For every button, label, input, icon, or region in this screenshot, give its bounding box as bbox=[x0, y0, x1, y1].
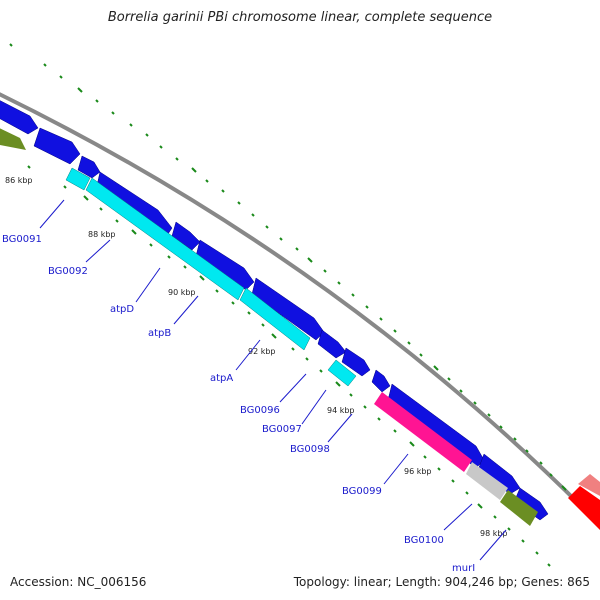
kbp-label: 96 kbp bbox=[404, 467, 432, 476]
cds-forward bbox=[77, 155, 101, 179]
gene-label-BG0096: BG0096 bbox=[240, 405, 280, 416]
cds-reverse bbox=[85, 177, 245, 301]
gene-label-atpB: atpB bbox=[148, 328, 171, 339]
gene-label-BG0097: BG0097 bbox=[262, 424, 302, 435]
feature-pseudo-pink bbox=[374, 392, 472, 472]
gene-label-BG0092: BG0092 bbox=[48, 266, 88, 277]
cds-reverse bbox=[65, 167, 91, 191]
gene-labels: BG0091 BG0092 atpD atpB atpA BG0096 BG00… bbox=[2, 234, 475, 574]
feature-red bbox=[568, 486, 600, 530]
gene-label-BG0098: BG0098 bbox=[290, 444, 330, 455]
feature-light-red bbox=[578, 474, 600, 496]
feature-olive bbox=[0, 128, 26, 150]
feature-grey bbox=[466, 462, 508, 500]
cds-reverse bbox=[327, 359, 357, 387]
accession-text: Accession: NC_006156 bbox=[10, 575, 147, 589]
kbp-label: 90 kbp bbox=[168, 288, 196, 297]
map-title: Borrelia garinii PBi chromosome linear, … bbox=[107, 10, 493, 25]
tick-ring-inner bbox=[27, 165, 551, 567]
gene-label-atpD: atpD bbox=[110, 304, 134, 315]
kbp-label: 92 kbp bbox=[248, 347, 276, 356]
sequence-summary-text: Topology: linear; Length: 904,246 bp; Ge… bbox=[293, 575, 590, 589]
gene-leader-lines bbox=[39, 199, 507, 561]
cds-forward bbox=[387, 383, 485, 469]
kbp-label: 86 kbp bbox=[5, 176, 33, 185]
kbp-label: 98 kbp bbox=[480, 529, 508, 538]
gene-label-murI: murI bbox=[452, 563, 475, 574]
cds-forward bbox=[341, 347, 371, 377]
tick-ring-outer bbox=[9, 43, 589, 513]
cds-forward bbox=[33, 127, 81, 165]
cds-forward bbox=[0, 100, 39, 135]
kbp-label: 94 kbp bbox=[327, 406, 355, 415]
cds-forward bbox=[371, 369, 391, 393]
cds-forward bbox=[251, 277, 325, 341]
kbp-label: 88 kbp bbox=[88, 230, 116, 239]
gene-label-atpA: atpA bbox=[210, 373, 233, 384]
gene-label-BG0099: BG0099 bbox=[342, 486, 382, 497]
reverse-strand-features bbox=[65, 167, 357, 387]
kbp-scale-labels: 86 kbp 88 kbp 90 kbp 92 kbp 94 kbp 96 kb… bbox=[5, 176, 508, 538]
feature-olive-murI bbox=[500, 490, 538, 526]
backbone-line bbox=[0, 92, 600, 527]
gene-label-BG0091: BG0091 bbox=[2, 234, 42, 245]
cds-forward bbox=[195, 239, 255, 291]
cds-reverse bbox=[239, 287, 311, 351]
cds-forward bbox=[171, 221, 201, 251]
cds-forward bbox=[317, 329, 347, 359]
gene-label-BG0100: BG0100 bbox=[404, 535, 444, 546]
